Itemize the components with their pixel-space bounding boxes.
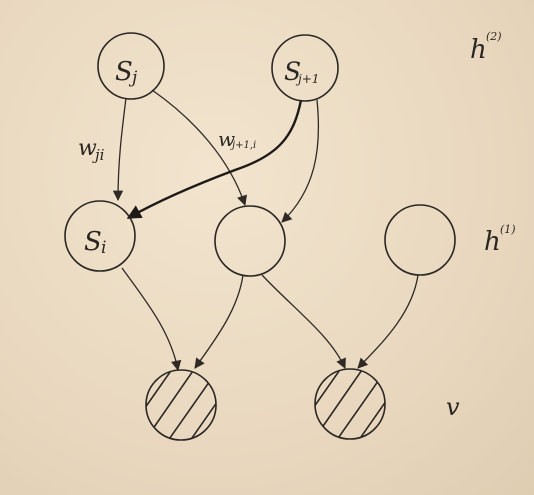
node-s-j-sub: j (128, 68, 138, 88)
edge-sj-to-h1-middle (151, 89, 247, 206)
node-s-j-plus-1-sub: j+1 (295, 72, 319, 86)
edge-h1right-to-v2 (357, 274, 419, 369)
label-w-ji-base: w (78, 136, 97, 161)
edge-sj1-to-h1-middle (281, 99, 320, 223)
edge-sj1-to-si-bold (126, 99, 303, 220)
edge-h1middle-to-v2 (261, 274, 346, 369)
node-s-i-sub: i (101, 238, 106, 258)
label-w-j1-i-sub: j+1,i (230, 140, 256, 151)
edge-h1middle-to-v1 (194, 274, 244, 369)
label-w-j1-i-base: w (218, 127, 235, 151)
layer-label-v: v (446, 393, 460, 421)
layer-label-h1: h (1) (484, 223, 516, 257)
node-s-j-plus-1-base: S (284, 57, 301, 86)
label-w-ji: w ji (78, 136, 105, 164)
layer-label-h2-base: h (470, 35, 487, 65)
layer-label-h2-sup: (2) (486, 30, 502, 43)
layer-label-h2: h (2) (470, 30, 502, 65)
node-v-left (145, 369, 217, 441)
node-h1-right (384, 204, 456, 276)
node-v-right (314, 368, 386, 440)
node-h1-middle (214, 205, 286, 277)
edge-sj-to-si (112, 97, 127, 202)
node-s-i-base: S (84, 227, 102, 257)
node-s-j: S j (97, 32, 165, 100)
layer-label-h1-base: h (484, 227, 501, 257)
edge-si-to-v1 (121, 267, 182, 372)
label-w-ji-sub: ji (92, 146, 105, 164)
node-s-i: S i (64, 200, 136, 272)
label-w-j1-i: w j+1,i (218, 127, 256, 151)
layer-label-h1-sup: (1) (500, 223, 516, 236)
node-s-j-base: S (115, 57, 133, 87)
node-s-j-plus-1: S j+1 (271, 34, 339, 102)
